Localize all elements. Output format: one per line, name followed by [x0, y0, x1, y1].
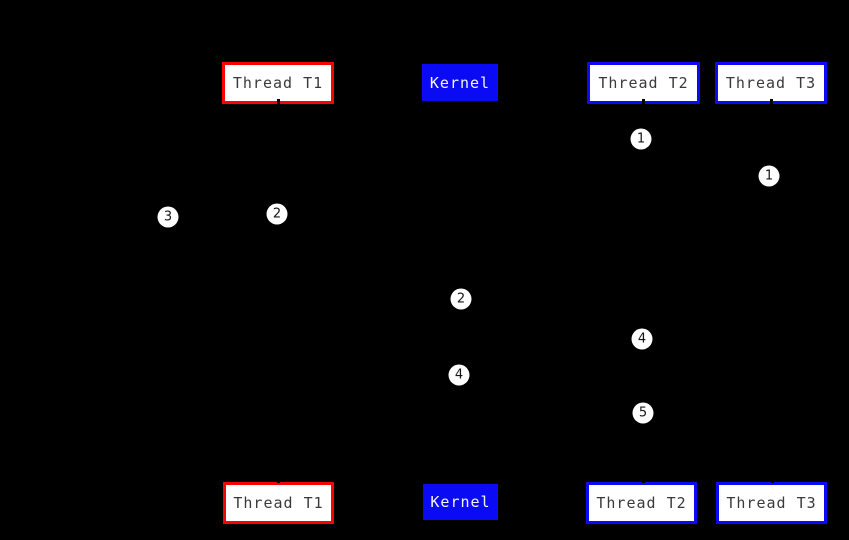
stub-bottom-t1-lifeline-stub [276, 477, 280, 483]
stub-top-t1-lifeline-stub [276, 99, 280, 105]
step-marker-4: 4 [631, 328, 653, 350]
step-marker-3: 3 [157, 206, 179, 228]
top-thread-t1-box: Thread T1 [222, 62, 334, 104]
step-marker-5: 5 [632, 402, 654, 424]
stub-top-t2-lifeline-stub [641, 99, 645, 105]
bottom-thread-t1-box: Thread T1 [223, 482, 334, 524]
bottom-thread-t2-box: Thread T2 [586, 482, 697, 524]
step-marker-2: 2 [450, 288, 472, 310]
stub-bottom-t3-lifeline-stub [770, 477, 774, 483]
step-marker-2: 2 [266, 203, 288, 225]
top-thread-t2-box: Thread T2 [587, 62, 700, 104]
step-marker-4: 4 [448, 364, 470, 386]
top-kernel-box: Kernel [422, 64, 498, 101]
top-thread-t3-box: Thread T3 [715, 62, 827, 104]
stub-top-t3-lifeline-stub [769, 99, 773, 105]
bottom-thread-t3-box: Thread T3 [716, 482, 827, 524]
step-marker-1: 1 [630, 128, 652, 150]
step-marker-1: 1 [758, 165, 780, 187]
bottom-kernel-box: Kernel [423, 484, 498, 520]
stub-bottom-t2-lifeline-stub [641, 477, 645, 483]
